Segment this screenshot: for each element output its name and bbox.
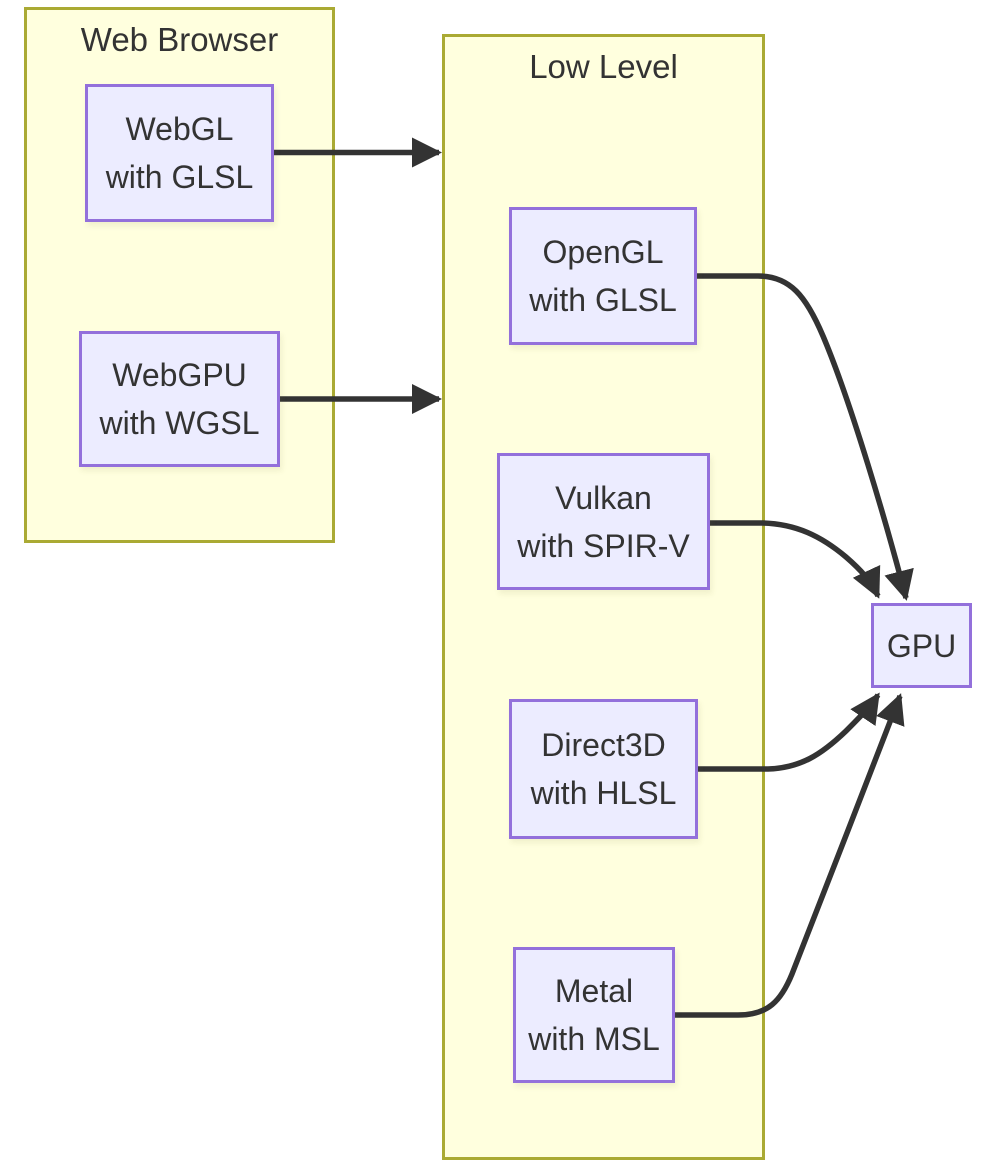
cluster-low-level-title: Low Level: [529, 48, 678, 85]
node-gpu: GPU: [871, 603, 972, 688]
node-webgpu: WebGPU with WGSL: [79, 331, 280, 467]
node-gpu-label: GPU: [886, 627, 957, 664]
node-vulkan-label-line1: Vulkan: [555, 479, 652, 516]
node-vulkan-label-line2: with SPIR-V: [517, 527, 690, 564]
node-direct3d-label-line1: Direct3D: [541, 727, 666, 763]
node-opengl-label-line1: OpenGL: [542, 234, 664, 270]
node-metal-label-line1: Metal: [554, 973, 634, 1009]
node-webgl: WebGL with GLSL: [85, 84, 274, 222]
node-direct3d-label-line2: with HLSL: [530, 775, 677, 811]
cluster-web-browser-title: Web Browser: [80, 21, 279, 58]
edge-vulkan-to-gpu: [710, 520, 881, 599]
node-opengl-label-line2: with GLSL: [529, 282, 677, 318]
node-vulkan: Vulkan with SPIR-V: [497, 453, 710, 590]
node-webgpu-label-line1: WebGPU: [112, 357, 247, 393]
edge-metal-to-gpu: [675, 693, 905, 1018]
node-direct3d: Direct3D with HLSL: [509, 699, 698, 839]
edge-opengl-to-gpu: [697, 273, 914, 601]
node-webgl-label-line2: with GLSL: [105, 159, 254, 195]
node-webgl-label-line1: WebGL: [125, 111, 234, 147]
edge-direct3d-to-gpu: [698, 692, 881, 772]
node-metal: Metal with MSL: [513, 947, 675, 1083]
node-metal-label-line2: with MSL: [528, 1021, 660, 1057]
node-opengl: OpenGL with GLSL: [509, 207, 697, 345]
node-webgpu-label-line2: with WGSL: [99, 405, 260, 441]
